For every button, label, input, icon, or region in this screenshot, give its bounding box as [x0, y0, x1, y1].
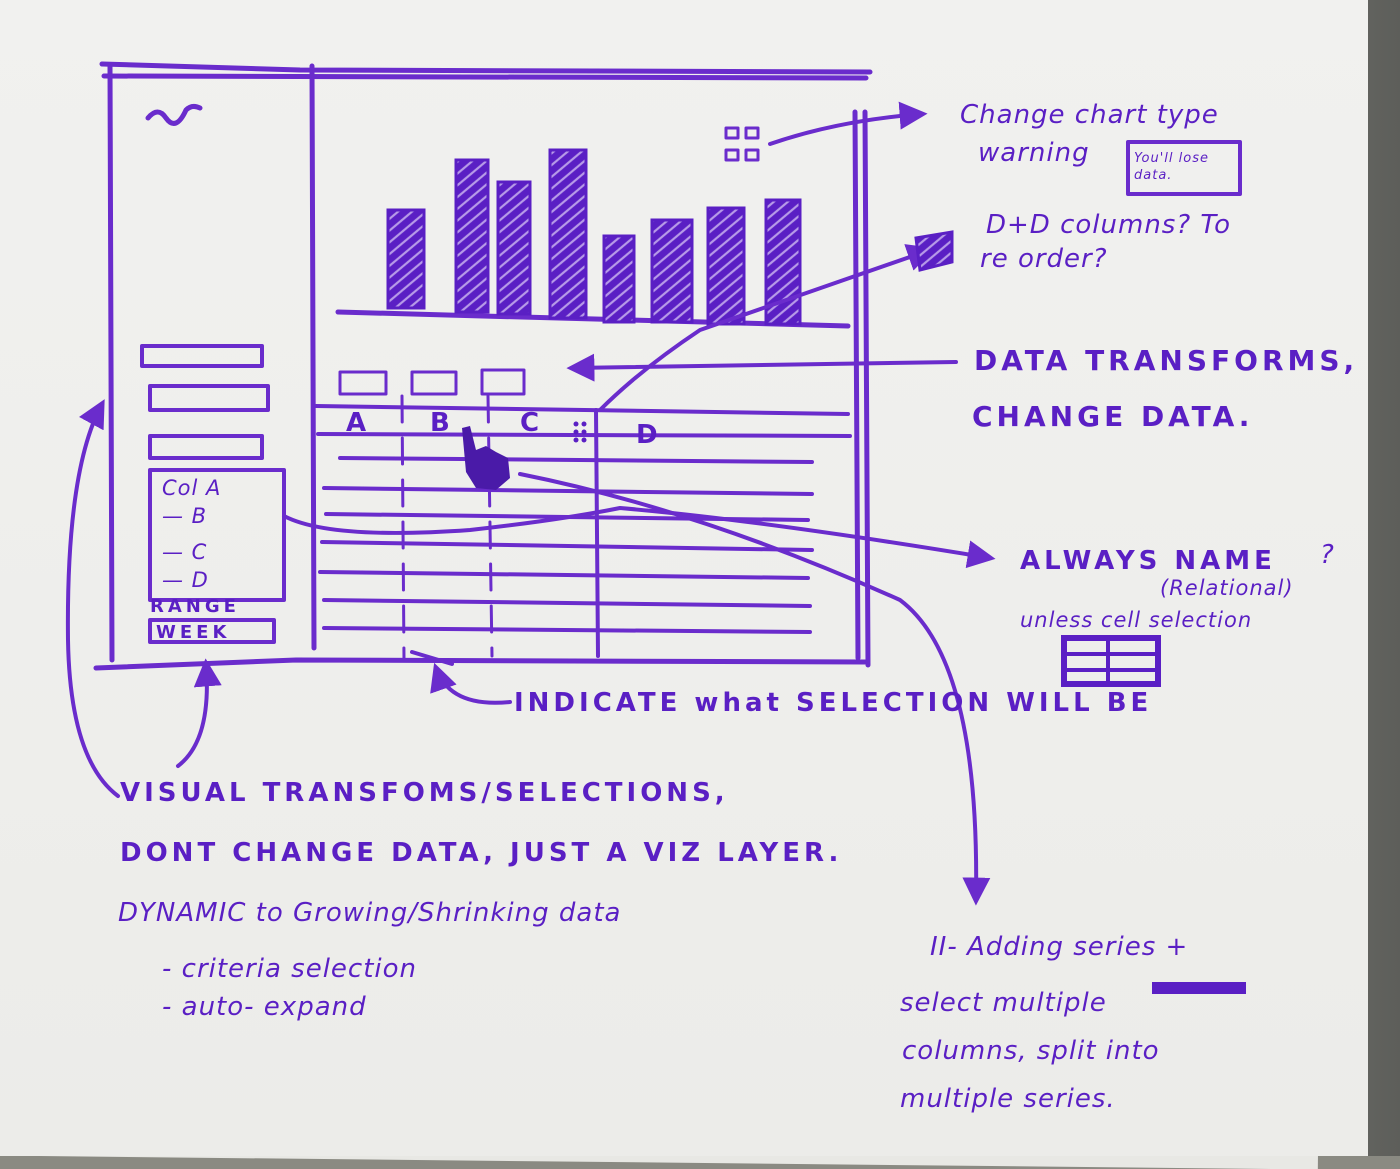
note-warning: warning — [978, 138, 1090, 168]
sidebar-control-1 — [140, 344, 264, 368]
transform-buttons — [338, 368, 526, 396]
col-label-d: — D — [162, 568, 209, 592]
arrow-chart-type — [768, 101, 928, 146]
col-label-c: — C — [162, 540, 208, 564]
column-header-d: D — [636, 420, 662, 450]
note-visual-2: DONT CHANGE DATA, JUST A VIZ LAYER. — [120, 838, 843, 868]
note-series-4: multiple series. — [900, 1084, 1116, 1114]
arrow-visual-up — [176, 658, 222, 768]
logo-icon — [145, 103, 203, 126]
cell-selection-icon — [1061, 635, 1161, 687]
note-visual-1: VISUAL TRANSFOMS/SELECTIONS, — [120, 778, 729, 808]
arrow-indicate — [430, 662, 512, 705]
note-unless-cell: unless cell selection — [1020, 608, 1253, 632]
note-data-transforms-2: CHANGE DATA. — [972, 400, 1254, 433]
chart-bar-4 — [548, 148, 588, 320]
data-table — [314, 394, 852, 662]
sidebar-control-3 — [148, 434, 264, 460]
arrow-adding-series — [518, 472, 991, 906]
chart-bar-6 — [650, 218, 694, 324]
note-indicate: INDICATE what SELECTION WILL BE — [514, 688, 1153, 718]
column-list-box — [148, 468, 286, 602]
app-frame — [93, 61, 873, 671]
note-visual-bullet-2: - auto- expand — [162, 992, 367, 1022]
warning-box — [1126, 140, 1242, 196]
col-label-b: — B — [162, 504, 208, 528]
range-label: RANGE — [150, 596, 240, 617]
bar-chart-bars — [386, 148, 802, 326]
note-dnd-line1: D+D columns? To — [986, 210, 1231, 240]
note-relational: (Relational) — [1160, 576, 1294, 600]
note-dnd-line2: re order? — [980, 244, 1108, 274]
note-visual-3: DYNAMIC to Growing/Shrinking data — [118, 898, 622, 928]
note-series-3: columns, split into — [902, 1036, 1160, 1066]
week-box — [148, 618, 276, 644]
note-question: ? — [1320, 540, 1335, 570]
chart-bar-7 — [706, 206, 746, 326]
column-header-c: C — [520, 408, 544, 438]
hand-cursor-icon — [462, 426, 510, 490]
arrow-visual-sidebar — [65, 399, 120, 798]
week-label: WEEK — [156, 622, 231, 643]
dnd-column-sample — [914, 230, 954, 272]
column-header-b: B — [430, 408, 454, 438]
arrow-always-name — [282, 506, 996, 569]
note-data-transforms-1: DATA TRANSFORMS, — [974, 344, 1359, 377]
col-label-a: Col A — [162, 476, 222, 500]
chart-type-icon — [724, 126, 760, 162]
note-always-name: ALWAYS NAME — [1020, 546, 1276, 576]
chart-bar-2 — [454, 158, 490, 314]
drag-handle-icon — [573, 421, 587, 443]
note-visual-bullet-1: - criteria selection — [162, 954, 418, 984]
chart-bar-3 — [496, 180, 532, 316]
note-series-2: select multiple — [900, 988, 1107, 1018]
arrow-data-transforms — [566, 353, 958, 382]
chart-bar-5 — [602, 234, 636, 324]
chart-baseline — [335, 309, 851, 329]
column-header-a: A — [346, 408, 371, 438]
sidebar-control-2 — [148, 384, 270, 412]
sidebar-controls — [140, 344, 286, 644]
note-chart-type: Change chart type — [960, 100, 1219, 130]
note-series-1: II- Adding series + — [930, 932, 1189, 962]
chart-bar-1 — [386, 208, 426, 310]
warning-text: You'll lose data. — [1134, 151, 1209, 183]
annotation-arrows — [65, 101, 996, 906]
